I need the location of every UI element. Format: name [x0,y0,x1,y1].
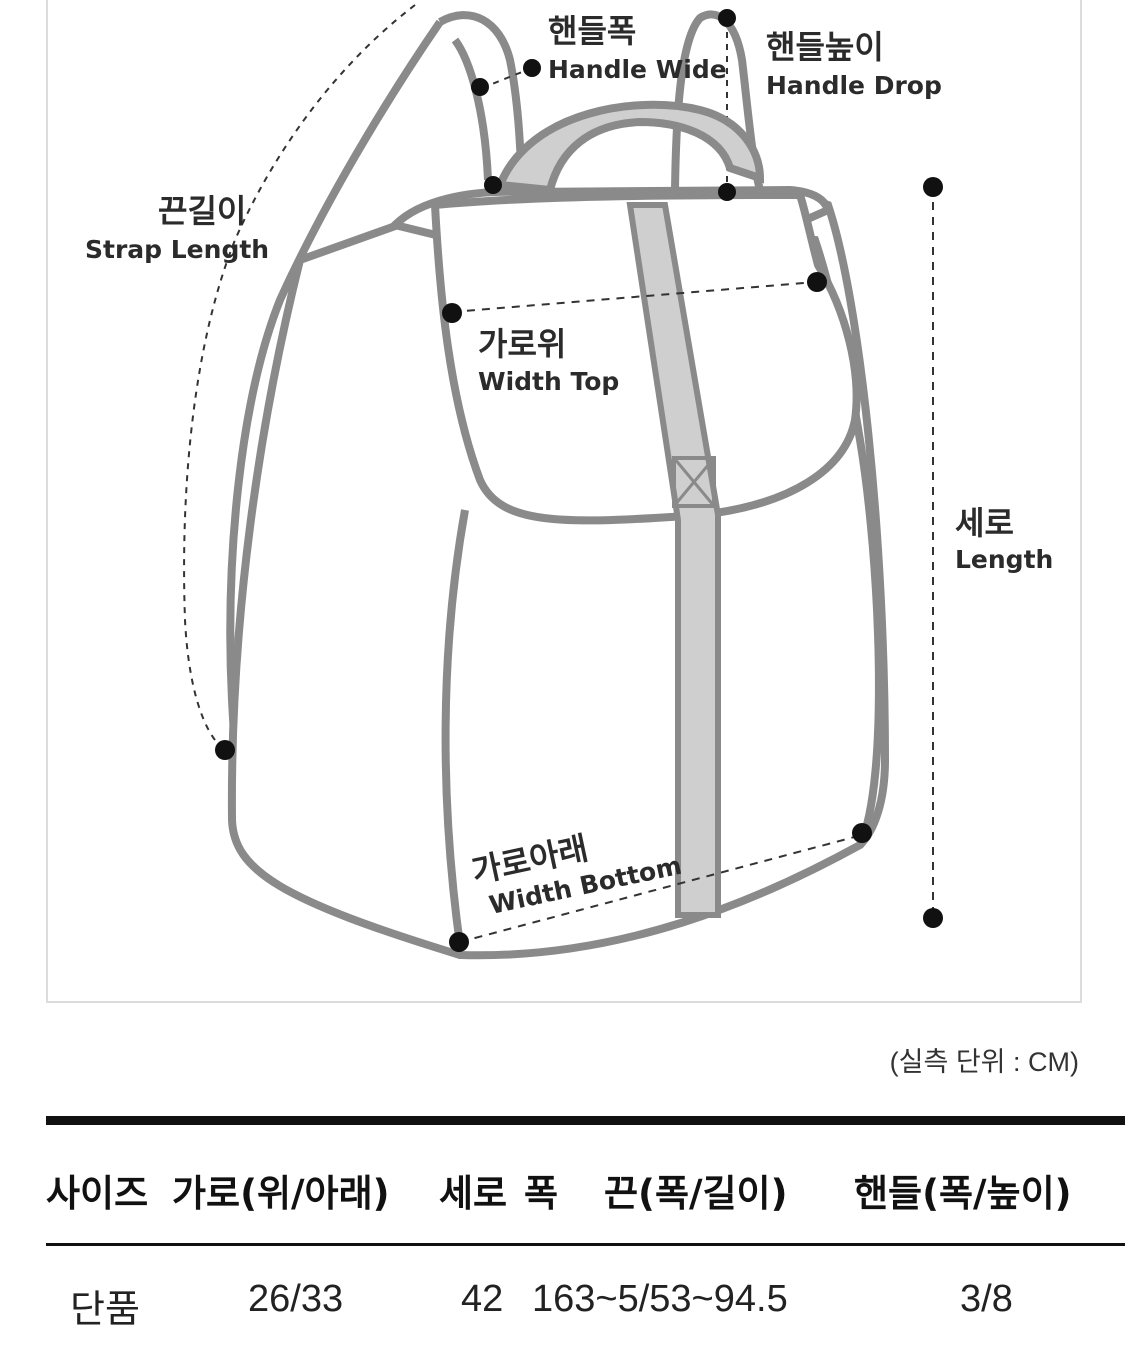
left-strap-inner [451,37,492,181]
header-strap: 끈(폭/길이) [604,1172,788,1215]
handle-wide-dash [481,67,533,89]
header-width: 가로(위/아래) [172,1172,390,1215]
unit-note: (실측 단위 : CM) [889,1047,1079,1077]
table-row: 단품 26/33 42 163~5/53~94.5 3/8 [46,1246,1125,1346]
strap-length-dash [183,4,416,741]
top-handle [494,100,765,195]
length-label-ko: 세로 [955,504,1014,542]
width-top-label-ko: 가로위 [478,325,566,363]
center-strap [626,202,721,918]
strap-length-label-ko: 끈길이 [158,192,246,230]
cell-width: 26/33 [248,1278,344,1320]
cell-strap: 163~5/53~94.5 [532,1278,788,1320]
buckle [672,456,716,508]
header-size: 사이즈 [46,1172,149,1215]
size-table: 사이즈 가로(위/아래) 세로 폭 끈(폭/길이) 핸들(폭/높이) 단품 26… [46,1116,1125,1346]
backpack-measurement-diagram: 핸들폭 Handle Wide 핸들높이 Handle Drop 끈길이 Str… [85,4,1053,960]
handle-wide-label-ko: 핸들폭 [548,12,636,50]
front-seam [441,509,469,946]
measurement-dots [215,9,943,952]
width-bottom-dash [459,834,863,943]
width-top-label-en: Width Top [478,367,619,396]
table-header-rule [46,1243,1125,1246]
header-handle: 핸들(폭/높이) [854,1172,1072,1215]
cell-length: 42 [461,1278,504,1320]
bag-side [798,191,890,848]
length-label-en: Length [955,545,1053,574]
width-top-dash [451,281,817,313]
header-length: 세로 [439,1172,508,1215]
handle-drop-label-ko: 핸들높이 [766,28,884,66]
handle-drop-label-en: Handle Drop [766,71,942,100]
cell-size: 단품 [70,1289,140,1331]
left-strap-outer [438,11,526,186]
buckle-cross [672,457,716,507]
strap-length-label-en: Strap Length [85,235,269,264]
diagram-frame [46,0,1082,1003]
handle-wide-label-en: Handle Wide [548,55,727,84]
table-header: 사이즈 가로(위/아래) 세로 폭 끈(폭/길이) 핸들(폭/높이) [46,1125,1125,1243]
table-top-rule [46,1116,1125,1125]
header-depth: 폭 [524,1172,559,1215]
cell-handle: 3/8 [960,1278,1013,1320]
